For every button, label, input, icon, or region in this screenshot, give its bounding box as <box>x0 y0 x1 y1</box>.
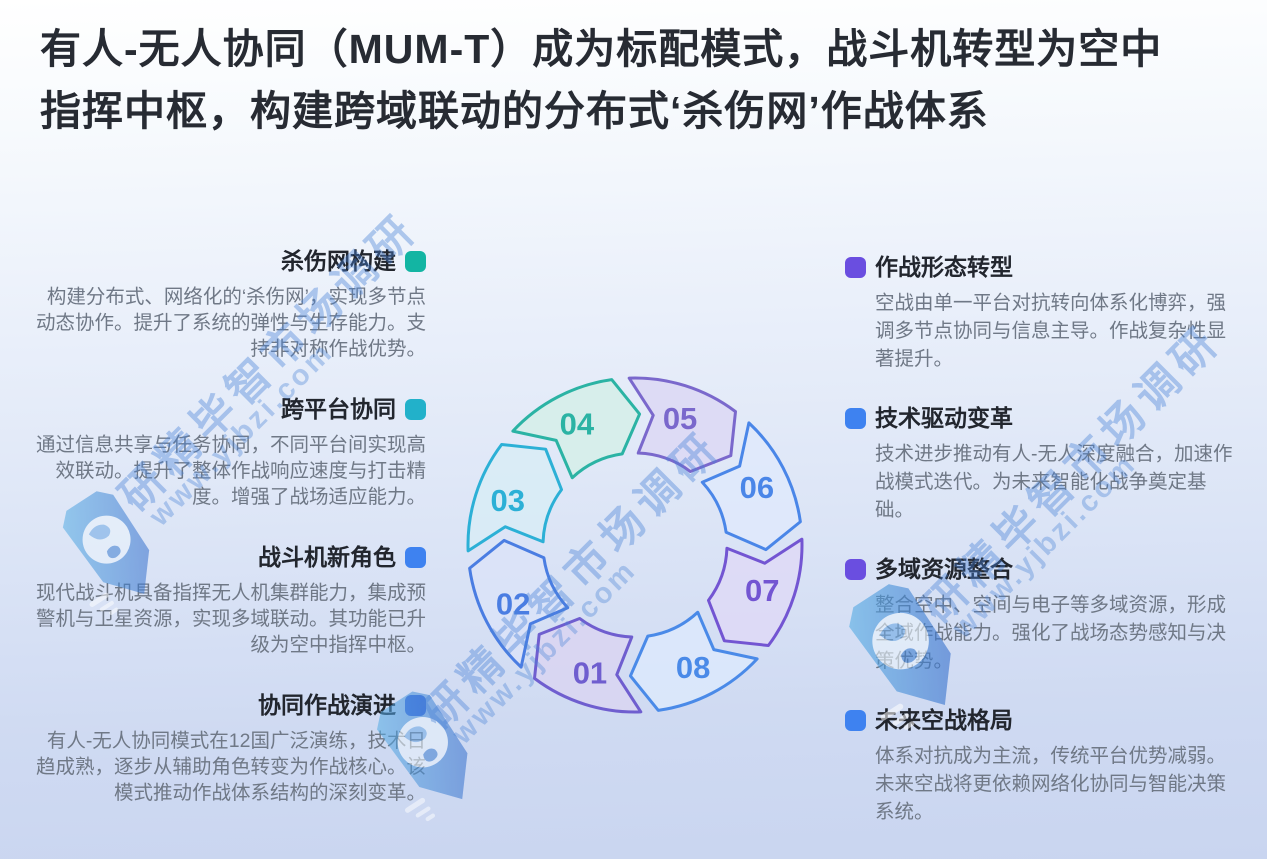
cycle-segment-number: 08 <box>676 650 710 685</box>
section-heading: 未来空战格局 <box>875 707 1013 733</box>
page-title-line-1: 有人-无人协同（MUM-T）成为标配模式，战斗机转型为空中 <box>40 26 1163 72</box>
section-bullet-icon <box>405 694 426 716</box>
cycle-segment-04: 04 <box>511 378 642 480</box>
cycle-segment-number: 07 <box>745 573 779 608</box>
section-heading: 作战形态转型 <box>875 254 1013 280</box>
section-bullet-icon <box>405 546 426 568</box>
left-column: 杀伤网构建 构建分布式、网络化的‘杀伤网’，实现多节点动态协作。提升了系统的弹性… <box>28 246 426 806</box>
section-body: 整合空中、空间与电子等多域资源，形成全域作战能力。强化了战场态势感知与决策优势。 <box>875 594 1227 672</box>
cycle-segment-02: 02 <box>468 538 570 669</box>
cycle-segment-01: 01 <box>533 616 643 714</box>
cycle-segment-number: 01 <box>573 655 607 690</box>
section-bullet-icon <box>405 398 426 420</box>
section-body: 构建分布式、网络化的‘杀伤网’，实现多节点动态协作。提升了系统的弹性与生存能力。… <box>35 286 426 360</box>
cycle-segment-number: 04 <box>560 406 595 441</box>
cycle-segment-number: 02 <box>496 586 530 621</box>
cycle-diagram: 01 02 03 04 05 06 07 08 <box>466 376 804 714</box>
cycle-segment-03: 03 <box>466 443 564 553</box>
section-bullet-icon <box>845 407 866 429</box>
section-body: 体系对抗成为主流，传统平台优势减弱。未来空战将更依赖网络化协同与智能决策系统。 <box>875 745 1227 823</box>
section-coop-evolution: 协同作战演进 有人-无人协同模式在12国广泛演练，技术日趋成熟，逐步从辅助角色转… <box>28 690 426 806</box>
cycle-segment-08: 08 <box>628 610 759 712</box>
section-body: 技术进步推动有人-无人深度融合，加速作战模式迭代。为未来智能化战争奠定基础。 <box>875 443 1233 521</box>
cycle-segment-number: 03 <box>490 483 524 518</box>
section-heading: 战斗机新角色 <box>258 544 396 570</box>
section-tech-driven-change: 技术驱动变革 技术进步推动有人-无人深度融合，加速作战模式迭代。为未来智能化战争… <box>845 403 1245 524</box>
section-body: 有人-无人协同模式在12国广泛演练，技术日趋成熟，逐步从辅助角色转变为作战核心。… <box>35 730 426 804</box>
section-fighter-new-role: 战斗机新角色 现代战斗机具备指挥无人机集群能力，集成预警机与卫星资源，实现多域联… <box>28 542 426 658</box>
section-bullet-icon <box>845 709 866 731</box>
section-bullet-icon <box>405 250 426 272</box>
page-title: 有人-无人协同（MUM-T）成为标配模式，战斗机转型为空中 指挥中枢，构建跨域联… <box>40 18 1220 142</box>
section-bullet-icon <box>845 558 866 580</box>
section-body: 空战由单一平台对抗转向体系化博弈，强调多节点协同与信息主导。作战复杂性显著提升。 <box>875 292 1227 370</box>
section-heading: 多域资源整合 <box>875 556 1013 582</box>
cycle-segment-number: 05 <box>663 401 697 436</box>
section-combat-form-transform: 作战形态转型 空战由单一平台对抗转向体系化博弈，强调多节点协同与信息主导。作战复… <box>845 252 1245 373</box>
section-body: 现代战斗机具备指挥无人机集群能力，集成预警机与卫星资源，实现多域联动。其功能已升… <box>35 582 426 656</box>
cycle-segment-06: 06 <box>700 421 802 552</box>
section-heading: 协同作战演进 <box>258 692 396 718</box>
section-future-air-combat: 未来空战格局 体系对抗成为主流，传统平台优势减弱。未来空战将更依赖网络化协同与智… <box>845 705 1245 826</box>
section-bullet-icon <box>845 256 866 278</box>
cycle-segment-05: 05 <box>627 376 737 474</box>
section-multi-domain-integration: 多域资源整合 整合空中、空间与电子等多域资源，形成全域作战能力。强化了战场态势感… <box>845 554 1245 675</box>
section-heading: 技术驱动变革 <box>875 405 1013 431</box>
section-kill-web: 杀伤网构建 构建分布式、网络化的‘杀伤网’，实现多节点动态协作。提升了系统的弹性… <box>28 246 426 362</box>
right-column: 作战形态转型 空战由单一平台对抗转向体系化博弈，强调多节点协同与信息主导。作战复… <box>845 252 1245 826</box>
section-heading: 杀伤网构建 <box>281 248 396 274</box>
cycle-segment-number: 06 <box>740 470 774 505</box>
section-cross-platform: 跨平台协同 通过信息共享与任务协同，不同平台间实现高效联动。提升了整体作战响应速… <box>28 394 426 510</box>
section-heading: 跨平台协同 <box>281 396 396 422</box>
section-body: 通过信息共享与任务协同，不同平台间实现高效联动。提升了整体作战响应速度与打击精度… <box>35 434 426 508</box>
page-title-line-2: 指挥中枢，构建跨域联动的分布式‘杀伤网’作战体系 <box>40 88 989 134</box>
cycle-segment-07: 07 <box>706 537 804 647</box>
